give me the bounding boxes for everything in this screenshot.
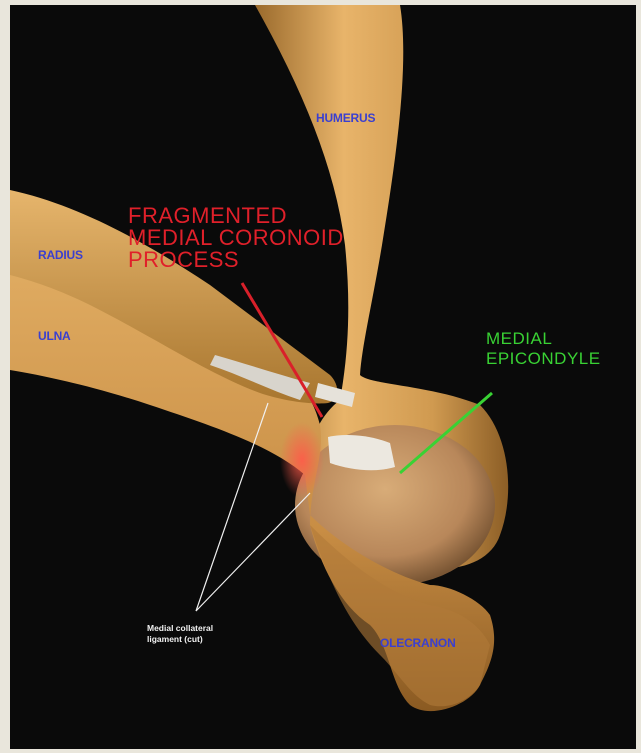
radius-label: RADIUS bbox=[38, 248, 83, 262]
anatomy-illustration: HUMERUS RADIUS ULNA OLECRANON FRAGMENTED… bbox=[10, 5, 636, 749]
humerus-label: HUMERUS bbox=[316, 111, 375, 125]
epicondyle-label-line2: EPICONDYLE bbox=[486, 349, 601, 369]
epicondyle-label-line1: MEDIAL bbox=[486, 329, 552, 349]
olecranon-label: OLECRANON bbox=[380, 636, 456, 650]
ulna-label: ULNA bbox=[38, 329, 71, 343]
ligament-label-line1: Medial collateral bbox=[147, 623, 213, 634]
coronoid-label-line3: PROCESS bbox=[128, 249, 239, 270]
coronoid-label-line1: FRAGMENTED bbox=[128, 205, 287, 226]
ligament-label-line2: ligament (cut) bbox=[147, 634, 203, 645]
ligament-pointer-line-2 bbox=[196, 493, 310, 611]
coronoid-label-line2: MEDIAL CORONOID bbox=[128, 227, 344, 248]
